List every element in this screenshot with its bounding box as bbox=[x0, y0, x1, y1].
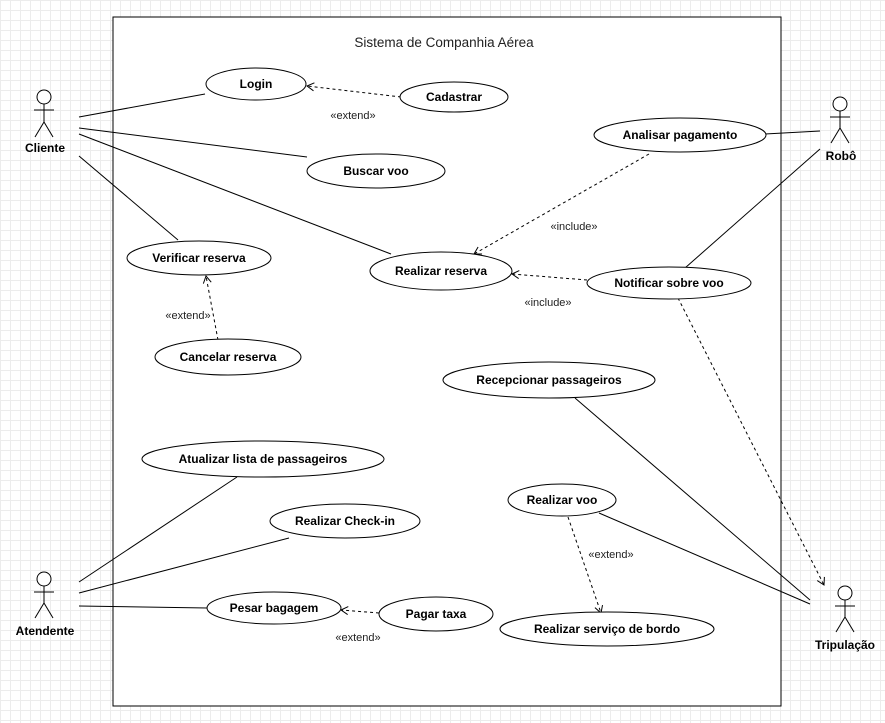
use-case-pesar-bagagem[interactable]: Pesar bagagem bbox=[206, 591, 342, 625]
use-case-analisar-pagamento[interactable]: Analisar pagamento bbox=[593, 117, 767, 153]
dep-pagar-taxa-pesar bbox=[339, 606, 380, 615]
label-extend-cancelar: «extend» bbox=[165, 310, 210, 322]
use-case-cadastrar[interactable]: Cadastrar bbox=[399, 81, 509, 113]
label-include-notificar: «include» bbox=[524, 297, 571, 309]
actor-label: Atendente bbox=[16, 624, 75, 638]
use-case-verificar-reserva[interactable]: Verificar reserva bbox=[126, 240, 272, 276]
assoc-cliente-buscar-voo bbox=[78, 127, 308, 158]
use-case-label: Realizar voo bbox=[527, 493, 598, 507]
use-case-cancelar-reserva[interactable]: Cancelar reserva bbox=[154, 338, 302, 376]
assoc-atendente-atualizar-lista bbox=[78, 476, 238, 583]
use-case-label: Recepcionar passageiros bbox=[476, 373, 622, 387]
use-case-realizar-checkin[interactable]: Realizar Check-in bbox=[269, 503, 421, 539]
associations bbox=[78, 93, 821, 609]
actor-tripulacao[interactable]: Tripulação bbox=[815, 585, 875, 652]
use-case-realizar-voo[interactable]: Realizar voo bbox=[507, 483, 617, 517]
label-extend-taxa: «extend» bbox=[335, 632, 380, 644]
use-case-label: Notificar sobre voo bbox=[614, 276, 723, 290]
stick-figure-icon bbox=[34, 89, 54, 138]
use-case-label: Analisar pagamento bbox=[623, 128, 738, 142]
use-case-login[interactable]: Login bbox=[205, 67, 307, 101]
use-case-label: Login bbox=[240, 77, 273, 91]
dep-notificar-realizar-reserva bbox=[510, 270, 588, 281]
actor-label: Cliente bbox=[25, 141, 65, 155]
stick-figure-icon bbox=[830, 96, 850, 144]
use-case-realizar-reserva[interactable]: Realizar reserva bbox=[369, 251, 513, 291]
use-case-label: Pagar taxa bbox=[406, 607, 467, 621]
actor-cliente[interactable]: Cliente bbox=[25, 89, 65, 155]
label-extend-cadastrar: «extend» bbox=[330, 110, 375, 122]
use-case-label: Cancelar reserva bbox=[180, 350, 277, 364]
assoc-tripulacao-realizar-voo bbox=[598, 512, 811, 605]
stick-figure-icon bbox=[835, 585, 855, 633]
use-case-servico-bordo[interactable]: Realizar serviço de bordo bbox=[499, 611, 715, 647]
use-case-label: Buscar voo bbox=[343, 164, 408, 178]
assoc-robo-notificar-voo bbox=[684, 148, 821, 269]
use-case-recepcionar-passageiros[interactable]: Recepcionar passageiros bbox=[442, 361, 656, 399]
actor-label: Tripulação bbox=[815, 638, 875, 652]
dep-cadastrar-login bbox=[305, 82, 402, 98]
assoc-atendente-checkin bbox=[78, 537, 290, 594]
dependencies bbox=[202, 82, 825, 615]
use-case-label: Pesar bagagem bbox=[230, 601, 319, 615]
use-case-label: Cadastrar bbox=[426, 90, 482, 104]
use-case-label: Verificar reserva bbox=[152, 251, 246, 265]
actor-robo[interactable]: Robô bbox=[826, 96, 857, 163]
label-include-pagamento: «include» bbox=[550, 221, 597, 233]
assoc-robo-analisar-pagamento bbox=[764, 130, 821, 135]
use-case-label: Realizar serviço de bordo bbox=[534, 622, 680, 636]
assoc-cliente-verificar-reserva bbox=[78, 155, 179, 241]
actor-atendente[interactable]: Atendente bbox=[16, 571, 75, 638]
stick-figure-icon bbox=[34, 571, 54, 619]
use-case-atualizar-lista[interactable]: Atualizar lista de passageiros bbox=[141, 440, 385, 478]
assoc-cliente-realizar-reserva bbox=[78, 133, 392, 255]
dep-cancelar-verificar bbox=[202, 275, 219, 341]
label-extend-bordo: «extend» bbox=[588, 549, 633, 561]
assoc-tripulacao-recepcionar bbox=[574, 397, 811, 601]
use-case-notificar-voo[interactable]: Notificar sobre voo bbox=[586, 266, 752, 300]
use-case-label: Realizar reserva bbox=[395, 264, 487, 278]
assoc-cliente-login bbox=[78, 93, 206, 118]
use-case-label: Realizar Check-in bbox=[295, 514, 395, 528]
dep-servico-bordo-realizar-voo bbox=[567, 516, 603, 614]
actor-label: Robô bbox=[826, 149, 857, 163]
system-title: Sistema de Companhia Aérea bbox=[354, 35, 534, 50]
use-case-pagar-taxa[interactable]: Pagar taxa bbox=[378, 596, 494, 632]
assoc-atendente-pesar-bagagem bbox=[78, 605, 208, 609]
use-case-label: Atualizar lista de passageiros bbox=[179, 452, 348, 466]
use-case-buscar-voo[interactable]: Buscar voo bbox=[306, 153, 446, 189]
